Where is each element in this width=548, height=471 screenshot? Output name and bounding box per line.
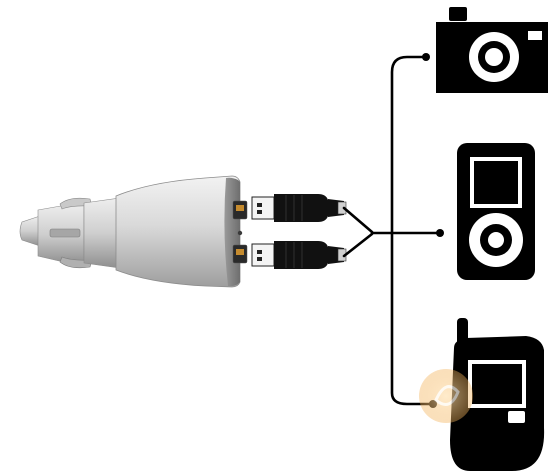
mobile-phone-icon xyxy=(450,318,545,471)
usb-plug-bottom xyxy=(251,241,347,269)
connector-dots xyxy=(422,53,444,408)
media-player-icon xyxy=(457,143,535,280)
usb-plug-top xyxy=(251,194,347,222)
usb-cable xyxy=(342,55,442,406)
player-connector-dot xyxy=(436,229,444,237)
car-charger xyxy=(19,175,248,288)
watermark-badge xyxy=(419,369,473,423)
camera-connector-dot xyxy=(422,53,430,61)
camera-icon xyxy=(436,7,548,93)
